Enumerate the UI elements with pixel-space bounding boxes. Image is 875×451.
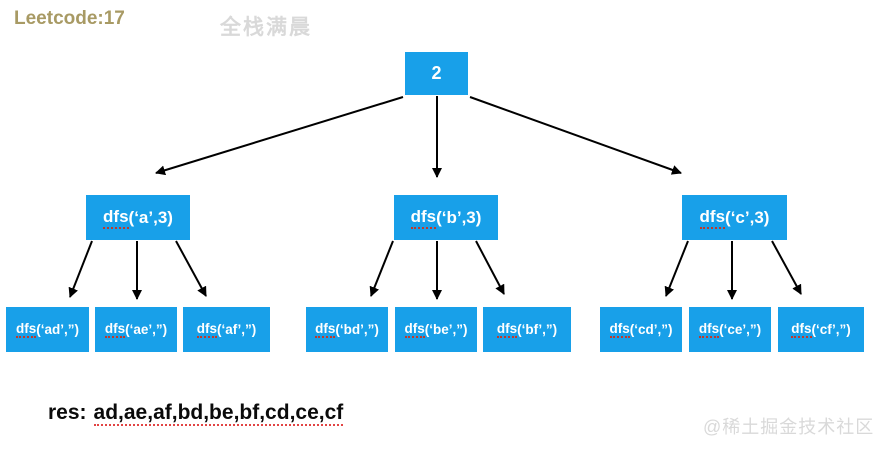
result-prefix: res: [48,401,87,424]
node-dfs-c: dfs(‘c’,3) [682,195,787,240]
node-fn-label: dfs [698,321,720,338]
node-args-label: (‘ce’,”) [719,322,762,337]
node-dfs-be: dfs(‘be’,”) [395,307,477,352]
node-fn-label: dfs [16,321,37,338]
node-fn-label: dfs [791,321,812,338]
arrow-a-to-af [175,240,207,297]
node-root: 2 [405,52,468,95]
node-fn-label: dfs [104,321,126,338]
node-args-label: (‘cd’,”) [629,322,673,337]
node-args-label: (‘c’,3) [725,207,770,227]
bottom-watermark: @稀土掘金技术社区 [703,417,875,437]
node-dfs-ad: dfs(‘ad’,”) [6,307,89,352]
node-dfs-ce: dfs(‘ce’,”) [689,307,771,352]
result-line: res: ad,ae,af,bd,be,bf,cd,ce,cf [48,401,344,426]
node-fn-label: dfs [315,321,336,338]
node-fn-label: dfs [196,321,217,338]
arrow-b-to-bd [369,240,394,297]
arrow-c-to-cf [771,240,802,295]
node-dfs-a: dfs(‘a’,3) [86,195,190,240]
top-watermark: 全栈满晨 [220,16,312,39]
diagram-title: Leetcode:17 [14,8,125,29]
node-args-label: (‘be’,”) [424,322,468,337]
node-fn-label: dfs [404,321,425,338]
node-args-label: (‘bf’,”) [517,322,558,337]
node-dfs-cf: dfs(‘cf’,”) [778,307,864,352]
result-list: ad,ae,af,bd,be,bf,cd,ce,cf [93,401,344,426]
node-dfs-b: dfs(‘b’,3) [394,195,498,240]
node-args-label: (‘cf’,”) [811,322,851,337]
arrow-root-to-a [155,96,404,176]
node-args-label: (‘a’,3) [128,207,173,227]
node-fn-label: dfs [609,321,630,338]
node-dfs-bf: dfs(‘bf’,”) [483,307,571,352]
arrow-b-to-bf [475,240,505,295]
arrow-a-to-ad [68,240,93,298]
node-args-label: (‘bd’,”) [335,322,379,337]
node-args-label: (‘ad’,”) [36,322,79,337]
node-args-label: (‘ae’,”) [125,322,168,337]
node-fn-label: dfs [496,321,518,338]
node-fn-label: dfs [103,207,129,229]
node-root-label: 2 [431,63,442,83]
node-dfs-ae: dfs(‘ae’,”) [95,307,177,352]
node-fn-label: dfs [410,207,437,229]
arrow-root-to-c [469,96,682,175]
arrow-c-to-cd [664,240,689,297]
node-dfs-af: dfs(‘af’,”) [183,307,270,352]
node-args-label: (‘b’,3) [436,207,482,227]
node-args-label: (‘af’,”) [217,322,257,337]
node-dfs-cd: dfs(‘cd’,”) [600,307,682,352]
node-dfs-bd: dfs(‘bd’,”) [306,307,388,352]
node-fn-label: dfs [699,207,726,229]
